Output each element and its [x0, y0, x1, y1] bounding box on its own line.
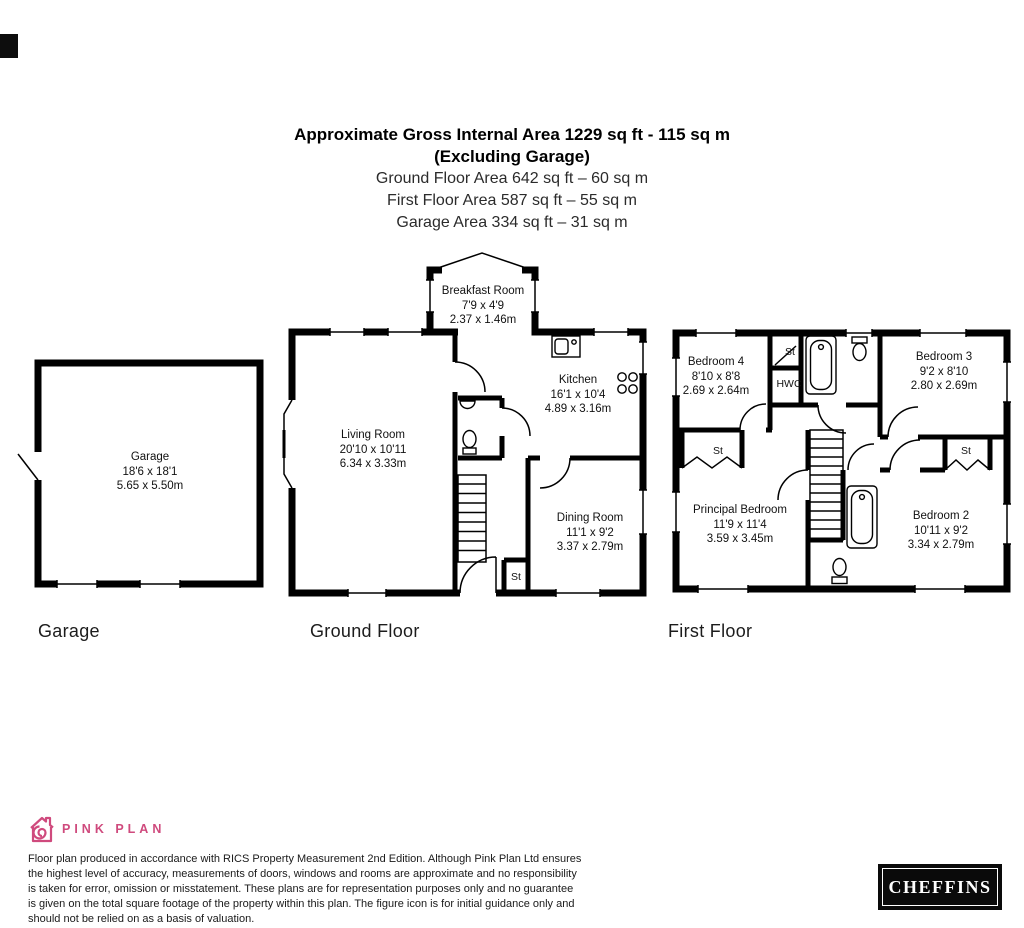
hwc-label: HWC [776, 378, 802, 390]
bathroom-toilet-icon [851, 336, 868, 362]
cheffins-logo: CHEFFINS [878, 864, 1002, 910]
first-stairs [809, 429, 844, 541]
living-bay-window [282, 399, 297, 489]
garage-door [17, 452, 43, 481]
kitchen-sink-icon [551, 335, 581, 358]
garage-floorplan [17, 359, 264, 589]
breakfast-bay-window [434, 252, 530, 275]
first-outer-walls [672, 329, 1011, 593]
first-closet-doors [681, 345, 991, 472]
landing-store-label: St [785, 346, 795, 358]
ground-door-arcs [454, 361, 571, 598]
garage-caption: Garage [38, 621, 100, 641]
principal-store-label: St [713, 445, 723, 457]
ground-windows [329, 279, 648, 598]
wc-toilet-icon [462, 429, 477, 455]
first-door-arcs [739, 403, 921, 501]
garage-windows [56, 579, 181, 589]
ground-floor-area-line: Ground Floor Area 642 sq ft – 60 sq m [375, 170, 649, 187]
ground-stairs [457, 474, 487, 563]
garage-area-line: Garage Area 334 sq ft – 31 sq m [396, 214, 628, 231]
hob-icon [617, 372, 638, 394]
first-floor-caption: First Floor [668, 621, 753, 641]
gross-internal-area-line: Approximate Gross Internal Area 1229 sq … [294, 125, 730, 144]
pink-plan-logo-icon [30, 816, 54, 843]
ground-floor-caption: Ground Floor [310, 621, 420, 641]
cheffins-logo-frame: CHEFFINS [882, 868, 998, 906]
ensuite-bath-icon [846, 485, 878, 549]
first-floor-area-line: First Floor Area 587 sq ft – 55 sq m [387, 192, 637, 209]
disclaimer-text: Floor plan produced in accordance with R… [28, 853, 582, 925]
ground-floorplan [282, 252, 648, 598]
scan-corner-artifact [0, 34, 18, 58]
first-interior-walls [676, 330, 1007, 589]
cheffins-logo-text: CHEFFINS [888, 876, 992, 897]
pink-plan-brand-text: PINK PLAN [62, 822, 166, 836]
area-summary-header: Approximate Gross Internal Area 1229 sq … [12, 124, 1012, 234]
wc-basin-icon [459, 400, 476, 410]
ensuite-toilet-icon [831, 557, 848, 585]
ground-store-label: St [511, 571, 521, 583]
ground-interior-walls [452, 330, 643, 593]
bedroom2-store-label: St [961, 445, 971, 457]
excluding-garage-line: (Excluding Garage) [434, 147, 590, 166]
bathtub-icon [805, 335, 837, 395]
first-floorplan [671, 328, 1012, 594]
first-windows [671, 328, 1012, 594]
